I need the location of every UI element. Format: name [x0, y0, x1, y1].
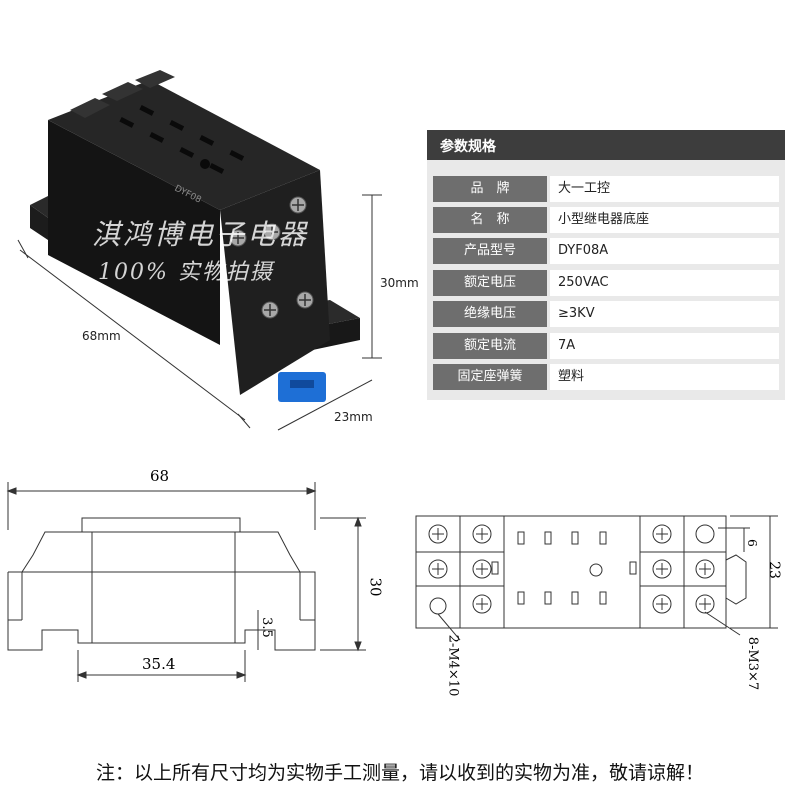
footnote: 注：以上所有尺寸均为实物手工测量，请以收到的实物为准，敬请谅解！	[95, 762, 704, 784]
spec-row: 绝缘电压 ≥3KV	[433, 301, 779, 327]
spec-row: 产品型号 DYF08A	[433, 238, 779, 264]
spec-key: 额定电压	[433, 270, 547, 296]
screw-label: 8-M3×7	[745, 636, 761, 691]
spec-title: 参数规格	[440, 139, 496, 155]
photo-dim-length: 68mm	[82, 329, 121, 343]
side-view-drawing	[6, 482, 366, 682]
top-view-drawing	[415, 515, 778, 641]
top-dim-height: 23	[765, 561, 782, 579]
photo-dim-height: 30mm	[380, 276, 419, 290]
side-dim-inner: 35.4	[142, 655, 176, 673]
spec-row: 品 牌 大一工控	[433, 176, 779, 202]
spec-row: 额定电流 7A	[433, 333, 779, 359]
spec-key: 品 牌	[433, 176, 547, 202]
spec-value: 7A	[550, 333, 779, 359]
spec-key: 额定电流	[433, 333, 547, 359]
watermark-line2: 100% 实物拍摄	[98, 260, 274, 285]
spec-value: 小型继电器底座	[550, 207, 779, 233]
spec-row: 固定座弹簧 塑料	[433, 364, 779, 390]
spec-header: 参数规格	[427, 130, 785, 160]
spec-table: 参数规格 品 牌 大一工控 名 称 小型继电器底座 产品型号 DYF08A 额定…	[427, 130, 785, 400]
spec-key: 绝缘电压	[433, 301, 547, 327]
side-dim-height: 30	[366, 577, 385, 597]
spec-value: 大一工控	[550, 176, 779, 202]
spec-key: 名 称	[433, 207, 547, 233]
product-photo: DYF08	[17, 70, 382, 431]
top-dim-pitch: 6	[744, 539, 759, 547]
watermark-line1: 淇鸿博电子电器	[92, 218, 310, 251]
spec-value: 250VAC	[550, 270, 779, 296]
spec-key: 产品型号	[433, 238, 547, 264]
mount-hole-label: 2-M4×10	[445, 634, 461, 697]
spec-row: 额定电压 250VAC	[433, 270, 779, 296]
side-dim-foot: 3.5	[258, 617, 274, 638]
photo-dim-width: 23mm	[334, 410, 373, 424]
spec-row: 名 称 小型继电器底座	[433, 207, 779, 233]
spec-value: DYF08A	[550, 238, 779, 264]
side-dim-width: 68	[150, 467, 170, 485]
spec-value: ≥3KV	[550, 301, 779, 327]
spec-value: 塑料	[550, 364, 779, 390]
spec-key: 固定座弹簧	[433, 364, 547, 390]
